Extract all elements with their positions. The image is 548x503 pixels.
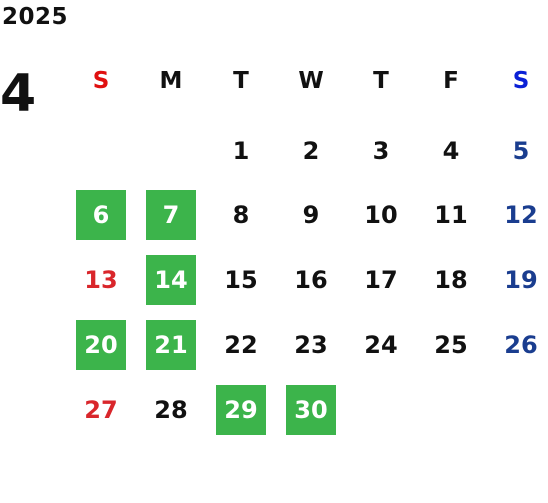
- year-label: 2025: [2, 4, 69, 30]
- calendar-day[interactable]: 26: [504, 331, 538, 359]
- calendar-day[interactable]: 3: [372, 137, 390, 165]
- weekday-header-thursday: T: [373, 68, 389, 94]
- calendar-day-highlighted[interactable]: 21: [146, 320, 196, 370]
- calendar-day[interactable]: 2: [302, 137, 320, 165]
- calendar-day-highlighted[interactable]: 7: [146, 190, 196, 240]
- calendar-day[interactable]: 25: [434, 331, 468, 359]
- calendar-day[interactable]: 16: [294, 266, 328, 294]
- weekday-header-wednesday: W: [298, 68, 324, 94]
- calendar-day-highlighted[interactable]: 30: [286, 385, 336, 435]
- calendar-day[interactable]: 10: [364, 201, 398, 229]
- calendar-day[interactable]: 23: [294, 331, 328, 359]
- calendar-day-highlighted[interactable]: 14: [146, 255, 196, 305]
- calendar-day[interactable]: 18: [434, 266, 468, 294]
- weekday-header-monday: M: [159, 68, 183, 94]
- weekday-header-sunday: S: [92, 68, 110, 94]
- calendar-day[interactable]: 28: [154, 396, 188, 424]
- calendar-day[interactable]: 1: [232, 137, 250, 165]
- calendar-day[interactable]: 19: [504, 266, 538, 294]
- calendar-day-highlighted[interactable]: 20: [76, 320, 126, 370]
- month-number: 4: [0, 64, 37, 124]
- calendar-day[interactable]: 27: [84, 396, 118, 424]
- weekday-header-friday: F: [443, 68, 459, 94]
- calendar-day[interactable]: 5: [512, 137, 530, 165]
- calendar-day[interactable]: 13: [84, 266, 118, 294]
- calendar-day[interactable]: 22: [224, 331, 258, 359]
- calendar-day[interactable]: 24: [364, 331, 398, 359]
- calendar-day-highlighted[interactable]: 6: [76, 190, 126, 240]
- calendar-day[interactable]: 11: [434, 201, 468, 229]
- calendar-day[interactable]: 12: [504, 201, 538, 229]
- calendar-day[interactable]: 4: [442, 137, 460, 165]
- weekday-header-tuesday: T: [233, 68, 249, 94]
- calendar-day[interactable]: 8: [232, 201, 250, 229]
- calendar-day[interactable]: 9: [302, 201, 320, 229]
- calendar-day-highlighted[interactable]: 29: [216, 385, 266, 435]
- weekday-header-saturday: S: [512, 68, 530, 94]
- calendar-day[interactable]: 17: [364, 266, 398, 294]
- calendar-day[interactable]: 15: [224, 266, 258, 294]
